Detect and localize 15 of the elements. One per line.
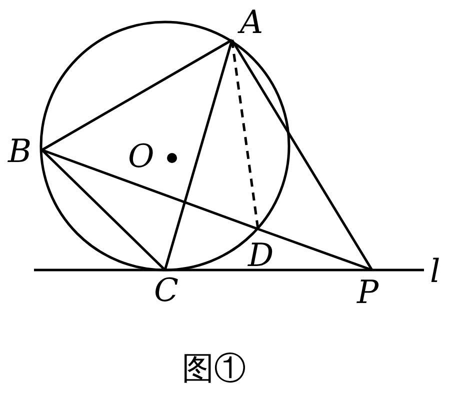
point-label: C (154, 274, 178, 306)
point-label: A (240, 6, 264, 38)
line-segment (41, 38, 233, 152)
point-label: D (248, 239, 274, 271)
line-segment (42, 148, 258, 230)
point-label: B (8, 135, 32, 167)
line-segment (230, 39, 374, 271)
line-label: l (430, 255, 440, 287)
line-segment (164, 40, 234, 270)
point-label: P (357, 276, 379, 308)
figure-caption: 图① (182, 350, 246, 386)
center-label: O (128, 140, 154, 172)
line-segment (258, 228, 372, 272)
dashed-line-segment (230, 40, 260, 230)
line-segment (41, 149, 166, 271)
